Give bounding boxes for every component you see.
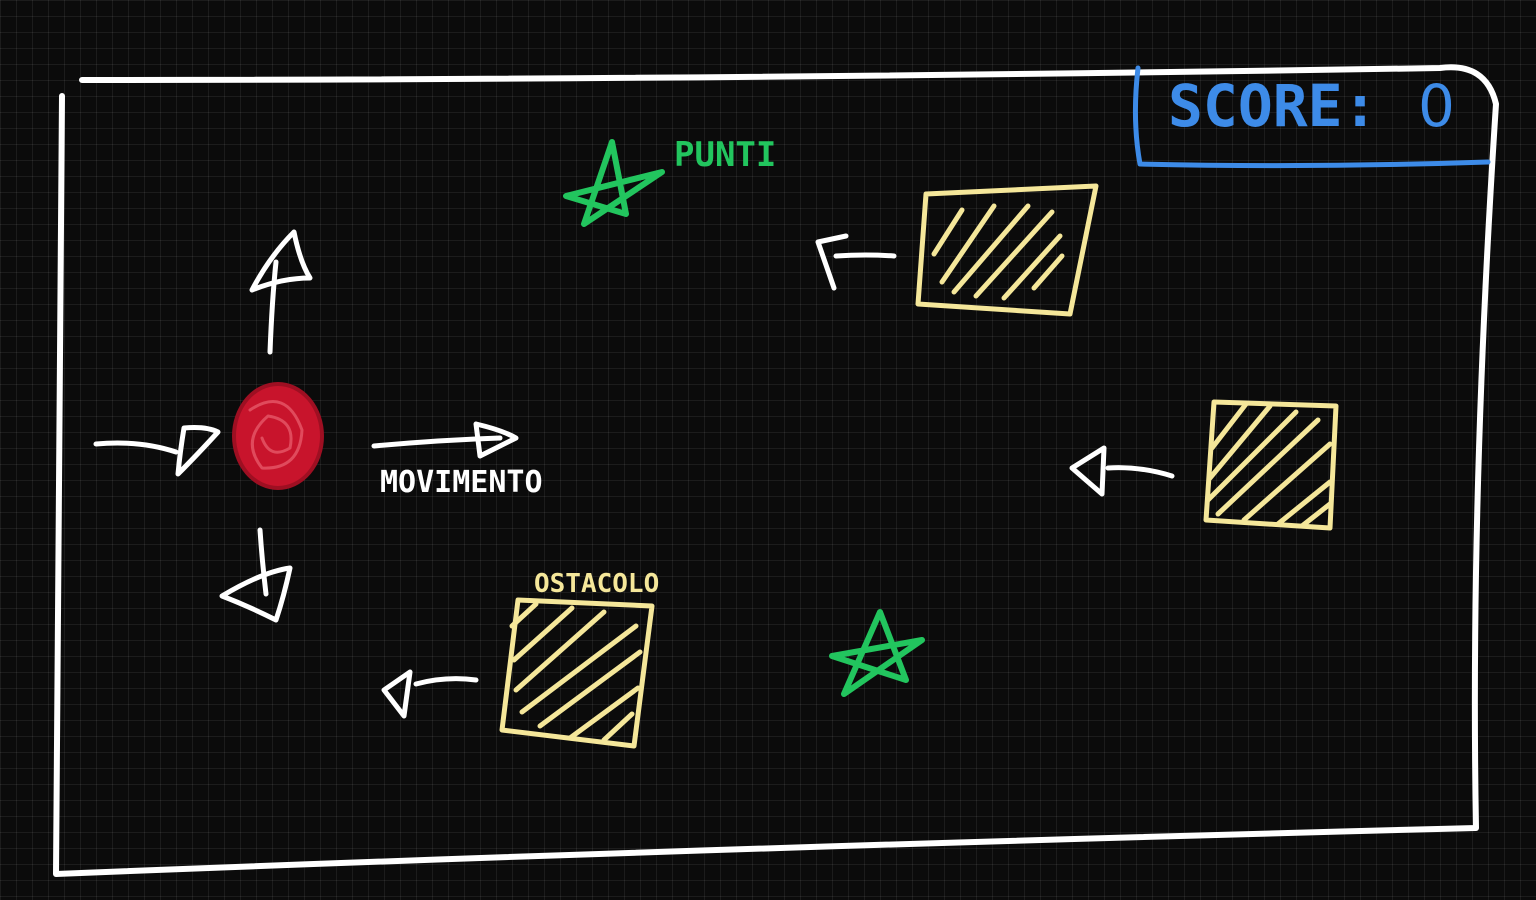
obstacle-arrow-left-icon xyxy=(381,669,479,719)
arrow-up-icon xyxy=(249,229,313,355)
obstacle-block xyxy=(1203,399,1339,531)
star-icon xyxy=(829,609,925,697)
arrow-right-icon xyxy=(371,421,519,459)
score-label: SCORE: xyxy=(1168,72,1378,140)
points-label: PUNTI xyxy=(674,135,776,175)
score-value: 0 xyxy=(1418,72,1455,140)
obstacle-block xyxy=(915,183,1099,317)
score-panel: SCORE: 0 xyxy=(1132,65,1491,169)
obstacle-label: OSTACOLO xyxy=(534,569,659,599)
arrow-left-icon xyxy=(93,425,221,477)
star-icon xyxy=(563,139,665,227)
obstacle-block xyxy=(499,597,655,749)
player-ball xyxy=(232,382,324,490)
movement-label: MOVIMENTO xyxy=(380,465,543,500)
arrow-down-icon xyxy=(219,527,293,623)
game-board-border xyxy=(53,64,1499,877)
obstacle-arrow-left-icon xyxy=(1069,445,1175,497)
obstacle-arrow-left-icon xyxy=(815,233,897,291)
